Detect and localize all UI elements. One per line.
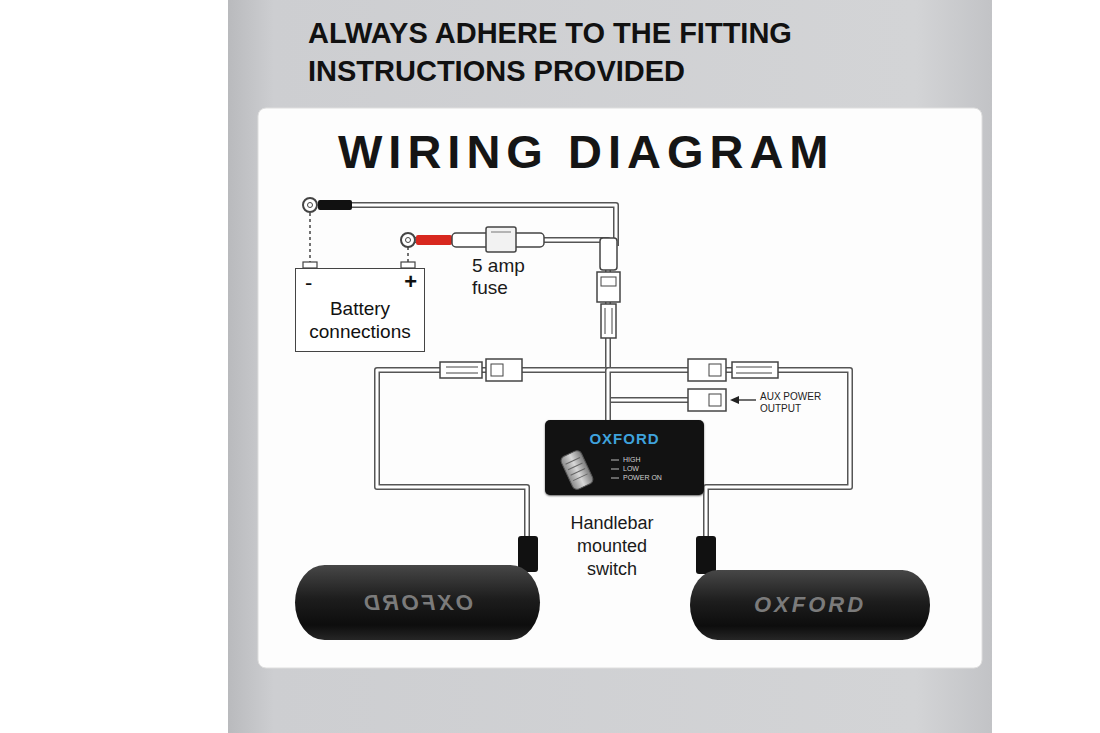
- socket-detail: [709, 394, 721, 406]
- rocker-knob: [559, 449, 594, 491]
- diagram-title: WIRING DIAGRAM: [338, 124, 835, 180]
- plug-pin: [446, 367, 478, 368]
- knob-body: [559, 449, 594, 491]
- level-tick: [611, 469, 619, 470]
- ring-terminal: [401, 233, 415, 247]
- fuse-label: 5 amp fuse: [472, 255, 542, 299]
- connector-plug: [732, 362, 778, 378]
- handlebar-switch: OXFORD HIGHLOWPOWER ON: [545, 420, 704, 495]
- plug-pin: [736, 373, 772, 374]
- heated-grip: OXFORD: [690, 570, 930, 640]
- knob-rib: [571, 468, 586, 475]
- level-tick: [611, 460, 619, 461]
- cable-core: [415, 240, 608, 420]
- negative-cable: [352, 205, 616, 246]
- battery-label: Battery connections: [296, 297, 424, 343]
- aux-label: AUX POWER OUTPUT: [760, 391, 822, 415]
- fuse-blade: [486, 227, 516, 252]
- connector-plug: [601, 304, 616, 338]
- socket-detail: [709, 364, 721, 376]
- ring-terminal: [303, 198, 317, 212]
- negative-cable-core: [352, 205, 616, 246]
- dotted-lead: [309, 213, 311, 262]
- box-face: [228, 0, 992, 733]
- pointer-arrow: [738, 399, 756, 400]
- knob-rib: [573, 474, 588, 481]
- aux-cable-core: [611, 399, 688, 402]
- socket-detail: [491, 364, 503, 376]
- plug-pin: [612, 308, 613, 334]
- battery-box: - + Battery connections: [295, 268, 425, 352]
- red-sleeve: [416, 235, 452, 245]
- plug-pin: [736, 367, 772, 368]
- grip-logo: OXFORD: [361, 590, 473, 616]
- grip-sleeve: [696, 536, 716, 574]
- pointer-head: [730, 396, 739, 404]
- ring-hole: [406, 238, 411, 243]
- plug-pin: [605, 308, 606, 334]
- connector-socket: [597, 272, 620, 302]
- switch-setting: POWER ON: [623, 474, 662, 482]
- switch-caption: Handlebar mounted switch: [556, 512, 668, 581]
- heated-grip: OXFORD: [295, 565, 540, 640]
- aux-cable: [611, 397, 688, 403]
- diagram-panel: [258, 108, 982, 668]
- wire-connector: [408, 240, 608, 420]
- warning-text: ALWAYS ADHERE TO THE FITTING INSTRUCTION…: [308, 14, 908, 90]
- cable-sheath: [600, 238, 617, 270]
- grip-logo: OXFORD: [754, 592, 866, 618]
- connector-socket: [688, 359, 726, 381]
- socket-detail: [601, 277, 616, 286]
- connector-socket: [486, 359, 522, 381]
- knob-rib: [566, 458, 581, 465]
- connector-plug: [440, 362, 482, 378]
- knob-rib: [568, 463, 583, 470]
- level-tick: [611, 478, 619, 479]
- switch-setting: LOW: [623, 465, 639, 473]
- aux-socket: [688, 389, 726, 411]
- terminal-sign: +: [404, 270, 417, 294]
- switch-setting: HIGH: [623, 456, 641, 464]
- plug-pin: [446, 373, 478, 374]
- brand-logo: OXFORD: [545, 430, 704, 448]
- fuse-detail: [491, 232, 511, 233]
- terminal-sign: -: [305, 271, 312, 295]
- black-sleeve: [318, 200, 352, 210]
- cable-outline: [415, 240, 608, 420]
- ring-hole: [308, 203, 313, 208]
